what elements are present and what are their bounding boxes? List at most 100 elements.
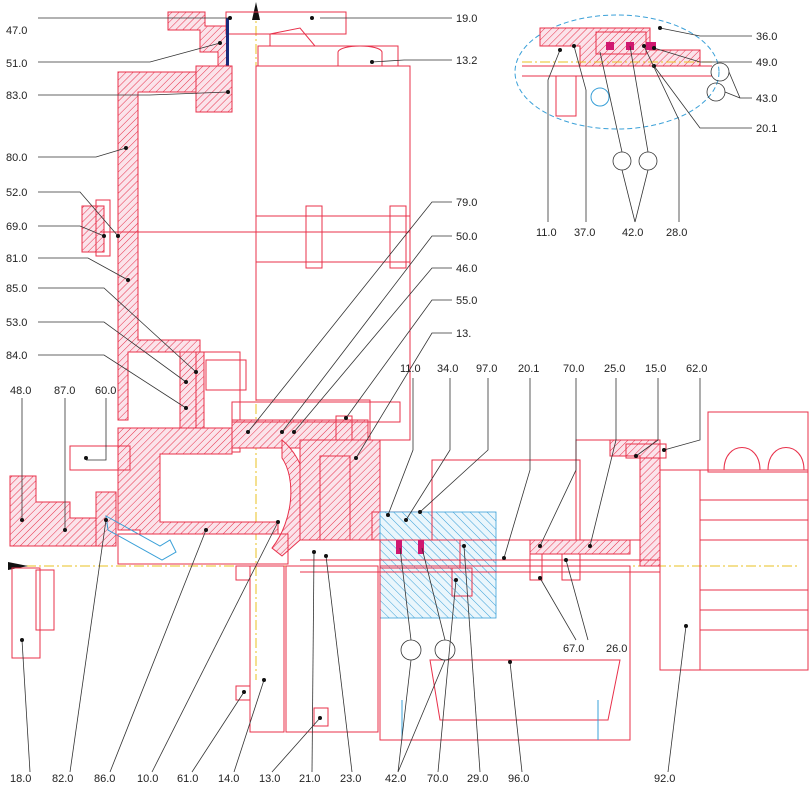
detail-bubble-d — [638, 151, 658, 171]
top-plate — [257, 45, 399, 67]
drain-pipe — [105, 515, 177, 561]
label-10-0: 10.0 — [137, 773, 158, 785]
label-61-0: 61.0 — [177, 773, 198, 785]
mech-seal-plate — [231, 401, 401, 423]
label-43-0: 43.0 — [756, 93, 777, 105]
top-nut-13-2 — [337, 45, 383, 67]
label-42-0-detail: 42.0 — [622, 227, 643, 239]
detail-bubble-c — [612, 151, 632, 171]
label-42-0-main: 42.0 — [385, 773, 406, 785]
label-83-0: 83.0 — [6, 90, 27, 102]
label-18-0: 18.0 — [10, 773, 31, 785]
upper-bearing-block — [195, 65, 233, 113]
label-96-0: 96.0 — [508, 773, 529, 785]
label-47-0: 47.0 — [6, 25, 27, 37]
support-bracket — [285, 565, 379, 733]
tie-rod-nut-b — [389, 205, 407, 269]
foot-rib — [35, 569, 55, 631]
label-23-0: 23.0 — [340, 773, 361, 785]
label-37-0: 37.0 — [574, 227, 595, 239]
label-79-0: 79.0 — [456, 197, 477, 209]
label-11-0-main: 11.0 — [400, 363, 421, 375]
bearing-bracket-97 — [379, 511, 497, 619]
motor-front-cap — [659, 469, 701, 671]
upper-motor-casing — [255, 65, 411, 441]
bolt-61-lower — [235, 685, 251, 701]
motor-body — [699, 469, 809, 671]
inlet-flange — [9, 475, 101, 547]
detail-bubble-b — [706, 82, 726, 102]
label-25-0: 25.0 — [604, 363, 625, 375]
bubble-b — [434, 639, 456, 661]
seal-face-a — [396, 540, 402, 554]
detail-sleeve — [555, 75, 577, 117]
label-52-0: 52.0 — [6, 187, 27, 199]
seal-face-b — [418, 540, 424, 554]
callout-labels: 47.0 51.0 83.0 80.0 52.0 69.0 81.0 85.0 … — [6, 13, 777, 785]
label-50-0: 50.0 — [456, 231, 477, 243]
label-67-0: 67.0 — [563, 643, 584, 655]
label-69-0: 69.0 — [6, 221, 27, 233]
coupling-cap — [205, 359, 247, 391]
label-29-0: 29.0 — [467, 773, 488, 785]
label-11-0-detail: 11.0 — [536, 227, 557, 239]
label-62-0: 62.0 — [686, 363, 707, 375]
label-36-0: 36.0 — [756, 31, 777, 43]
label-87-0: 87.0 — [54, 385, 75, 397]
top-arrow-icon — [252, 2, 260, 20]
top-bracket — [269, 27, 317, 47]
lower-frame-top — [117, 533, 289, 565]
label-20-1-main: 20.1 — [518, 363, 539, 375]
left-arrow-icon — [8, 562, 28, 570]
detail-seal-ring — [595, 31, 647, 55]
label-97-0: 97.0 — [476, 363, 497, 375]
detail-seal-face-a — [606, 42, 614, 50]
bolt-61-upper — [235, 565, 251, 581]
bearing-frame-96 — [379, 565, 631, 741]
inlet-clamp-60 — [69, 445, 131, 471]
bearing-ball-67 — [529, 553, 543, 581]
bubble-a — [400, 639, 422, 661]
label-15-0: 15.0 — [645, 363, 666, 375]
label-70-0-top: 70.0 — [563, 363, 584, 375]
label-34-0: 34.0 — [437, 363, 458, 375]
label-81-0: 81.0 — [6, 253, 27, 265]
bolt-13 — [313, 707, 329, 727]
label-28-0: 28.0 — [666, 227, 687, 239]
seal-housing-11 — [299, 439, 381, 541]
label-55-0: 55.0 — [456, 295, 477, 307]
coupling-hub-85 — [179, 351, 205, 443]
label-84-0: 84.0 — [6, 350, 27, 362]
motor-bolt-62 — [625, 443, 667, 459]
label-21-0: 21.0 — [299, 773, 320, 785]
label-85-0: 85.0 — [6, 283, 27, 295]
oil-sump — [429, 659, 621, 721]
label-13-0: 13.0 — [259, 773, 280, 785]
label-14-0: 14.0 — [218, 773, 239, 785]
detail-o-ring — [590, 87, 610, 107]
detail-seal-face-c — [646, 42, 656, 50]
foot-18 — [11, 567, 41, 659]
label-13-2: 13.2 — [456, 55, 477, 67]
label-13: 13. — [456, 328, 471, 340]
support-leg-14 — [249, 565, 285, 733]
label-70-0-bottom: 70.0 — [427, 773, 448, 785]
label-48-0: 48.0 — [10, 385, 31, 397]
label-19-0: 19.0 — [456, 13, 477, 25]
label-53-0: 53.0 — [6, 317, 27, 329]
label-49-0: 49.0 — [756, 57, 777, 69]
leader-lines — [20, 16, 752, 773]
tie-rod-nut-a — [305, 205, 323, 269]
label-46-0: 46.0 — [456, 263, 477, 275]
side-lug-69 — [81, 205, 105, 253]
motor-terminal-box — [707, 411, 809, 473]
seal-chamber — [319, 455, 351, 541]
label-82-0: 82.0 — [52, 773, 73, 785]
bearing-ball-26 — [561, 553, 581, 581]
side-bolt-52 — [95, 199, 111, 257]
top-shaft-liner — [226, 18, 229, 108]
drawing-geometry — [8, 2, 809, 741]
label-26-0: 26.0 — [606, 643, 627, 655]
seal-bolt-70 — [451, 567, 473, 597]
